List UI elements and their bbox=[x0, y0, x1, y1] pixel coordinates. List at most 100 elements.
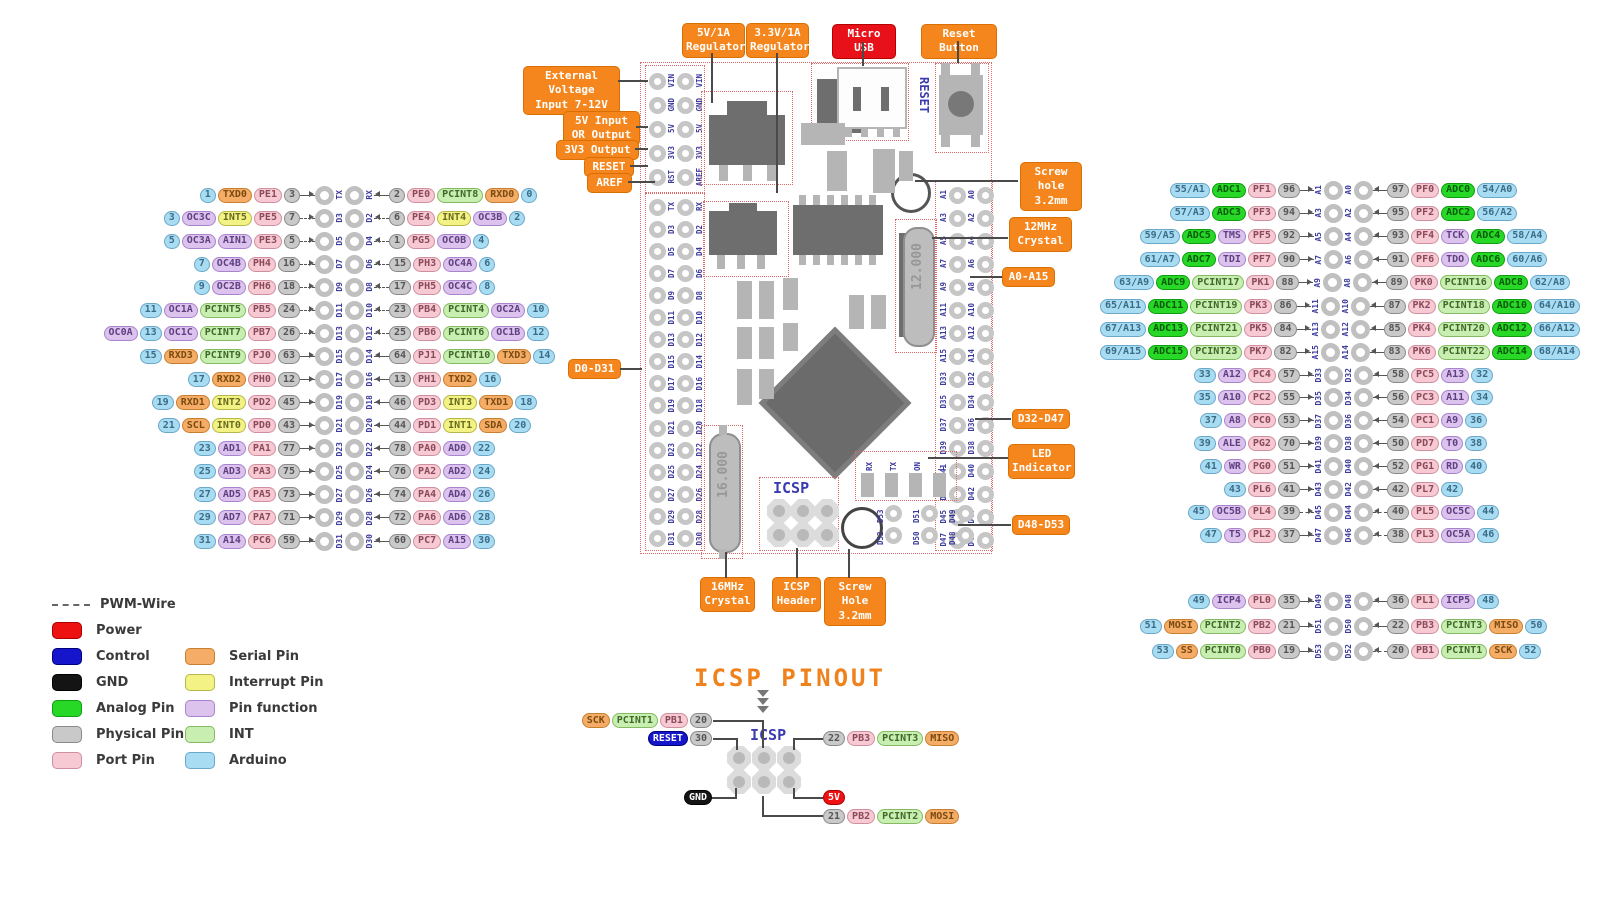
leader-line bbox=[928, 457, 1008, 459]
legend-label: Power bbox=[96, 623, 142, 638]
pin-chip-rxd0: RXD0 bbox=[485, 187, 520, 203]
pin-chip-16: 16 bbox=[479, 372, 502, 388]
pin-label-d14: D14 bbox=[695, 354, 704, 369]
pin-label-d19: D19 bbox=[335, 395, 344, 410]
pin-chip-oc0b: OC0B bbox=[437, 233, 472, 249]
pin-chip-ph5: PH5 bbox=[413, 279, 442, 295]
legend-item-gnd: GND bbox=[52, 674, 184, 691]
passive bbox=[759, 281, 774, 319]
pin-chip-pc5: PC5 bbox=[1411, 367, 1440, 383]
board-pin-hole bbox=[649, 144, 666, 162]
pin-chip-adc11: ADC11 bbox=[1148, 298, 1189, 314]
pin-chip-ad0: AD0 bbox=[443, 441, 472, 457]
leader-line bbox=[630, 165, 648, 167]
board-pin-hole bbox=[921, 527, 938, 544]
pin-chip-ad6: AD6 bbox=[443, 510, 472, 526]
connector-right bbox=[1369, 348, 1384, 355]
pin-chip-18: 18 bbox=[277, 279, 300, 295]
board-pin-hole bbox=[885, 505, 902, 522]
pin-label-d15: D15 bbox=[667, 354, 676, 369]
pin-hole bbox=[1324, 388, 1343, 408]
pin-chip-mosi: MOSI bbox=[925, 809, 960, 824]
usb-connector bbox=[837, 67, 907, 129]
connector-left bbox=[1300, 416, 1314, 423]
connector-right bbox=[1373, 439, 1387, 446]
pin-hole bbox=[345, 485, 364, 505]
pin-hole bbox=[1354, 434, 1373, 454]
pin-label-d7: D7 bbox=[667, 268, 676, 278]
usb-leg bbox=[861, 127, 868, 137]
pin-label-a6: A6 bbox=[1344, 254, 1353, 265]
pin-chip-pe0: PE0 bbox=[407, 187, 436, 203]
pin-chip-54: 54 bbox=[1387, 413, 1410, 429]
pin-chip-sck: SCK bbox=[581, 713, 610, 728]
connector-right bbox=[374, 214, 389, 221]
icsp-wire bbox=[762, 796, 764, 816]
board-pin-hole bbox=[949, 393, 966, 411]
pin-label-d27: D27 bbox=[667, 487, 676, 502]
passive bbox=[899, 151, 913, 181]
legend-swatch bbox=[52, 674, 82, 691]
pin-label-d25: D25 bbox=[667, 465, 676, 479]
board-pin-hole bbox=[649, 530, 666, 547]
legend-swatch bbox=[185, 726, 215, 743]
soic-leg bbox=[813, 195, 820, 205]
passive bbox=[783, 323, 798, 351]
pin-label-d40: D40 bbox=[1344, 459, 1353, 474]
leader-line bbox=[628, 181, 655, 183]
connector-right bbox=[1373, 597, 1387, 603]
pin-hole bbox=[1324, 250, 1343, 270]
pin-chip-44: 44 bbox=[389, 418, 412, 434]
pin-chip-rxd3: RXD3 bbox=[163, 348, 198, 364]
pin-chip-ad2: AD2 bbox=[443, 464, 472, 480]
pin-chip-txd1: TXD1 bbox=[479, 395, 514, 411]
leader-line bbox=[970, 276, 1002, 278]
passive bbox=[737, 281, 752, 319]
pin-label-d47: D47 bbox=[1314, 528, 1323, 543]
pin-chip-oc4c: OC4C bbox=[443, 279, 478, 295]
pin-hole bbox=[1354, 411, 1373, 431]
pin-chip-int0: INT0 bbox=[211, 418, 246, 434]
pin-chip-pl5: PL5 bbox=[1411, 504, 1440, 520]
pin-chip-22: 22 bbox=[473, 441, 496, 457]
pin-chip-38: 38 bbox=[1465, 436, 1488, 452]
pin-hole bbox=[1354, 388, 1373, 408]
board-pin-hole bbox=[677, 463, 694, 481]
pin-chip-pc0: PC0 bbox=[1247, 413, 1276, 429]
usb-slot bbox=[853, 87, 861, 111]
pin-hole bbox=[315, 231, 334, 251]
connector-left bbox=[300, 375, 315, 382]
board-pin-hole bbox=[949, 439, 966, 457]
pin-chip-9: 9 bbox=[193, 279, 210, 295]
connector-left bbox=[1296, 302, 1311, 308]
pin-hole bbox=[315, 208, 334, 228]
pin-label-d49: D49 bbox=[948, 509, 957, 523]
pin-chip-pl4: PL4 bbox=[1247, 504, 1276, 520]
legend-item-control: Control bbox=[52, 648, 184, 665]
pin-label-d35: D35 bbox=[939, 395, 948, 409]
pin-chip-sck: SCK bbox=[1489, 643, 1518, 659]
pin-chip-27: 27 bbox=[193, 487, 216, 503]
